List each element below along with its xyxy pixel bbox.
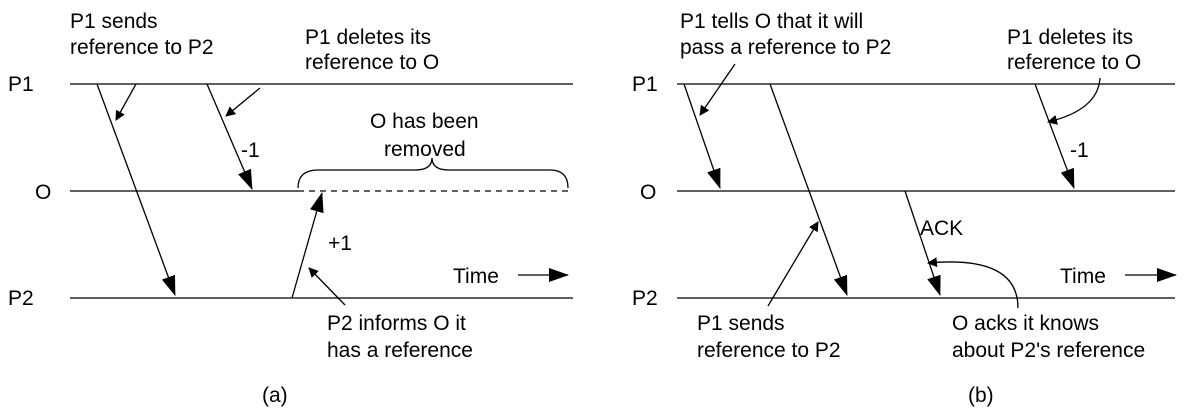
message-p1-tells-o: [683, 83, 721, 189]
inform-line2: has a reference: [327, 339, 473, 362]
time-label: Time: [453, 265, 499, 288]
message-p2-increment: [291, 192, 324, 299]
message-p1-to-p2: [769, 83, 848, 296]
ack-knows-line2: about P2's reference: [952, 339, 1145, 362]
increment-label: +1: [328, 232, 352, 255]
message-p1-decrement: [206, 83, 253, 190]
send-ref-line1: P1 sends: [70, 10, 158, 33]
pointer-delete-ref: [225, 87, 261, 117]
decrement-label: -1: [241, 139, 260, 162]
send-ref-line2: reference to P2: [697, 339, 841, 362]
panel-b: P1 O P2 P1 tells O that it will pass a r…: [632, 10, 1177, 407]
pointer-send-ref: [767, 221, 819, 307]
message-p1-to-p2: [96, 83, 176, 296]
panel-a: P1 O P2 P1 sends reference to P2 P1 dele…: [8, 10, 573, 407]
delete-ref-line2: reference to O: [1007, 51, 1141, 74]
pointer-delete-ref: [1047, 77, 1101, 125]
send-ref-line2: reference to P2: [70, 36, 214, 59]
message-p1-decrement: [1034, 83, 1075, 189]
process-label-p2: P2: [8, 287, 34, 310]
process-label-p2: P2: [632, 287, 658, 310]
process-label-p1: P1: [632, 73, 658, 96]
removed-line2: removed: [384, 138, 466, 161]
delete-ref-line1: P1 deletes its: [305, 26, 431, 49]
send-ref-line1: P1 sends: [697, 312, 785, 335]
decrement-label: -1: [1070, 139, 1089, 162]
removed-line1: O has been: [370, 110, 479, 133]
process-label-p1: P1: [8, 73, 34, 96]
message-ack: [904, 190, 941, 296]
process-label-o: O: [35, 181, 51, 204]
pointer-inform: [308, 267, 346, 306]
ack-knows-line1: O acks it knows: [952, 312, 1099, 335]
delete-ref-line1: P1 deletes its: [1007, 26, 1133, 49]
inform-line1: P2 informs O it: [327, 312, 466, 335]
removed-brace: [297, 157, 569, 189]
ack-label: ACK: [920, 217, 963, 240]
pointer-ack-knows: [927, 257, 1019, 309]
caption-a: (a): [262, 384, 288, 407]
caption-b: (b): [968, 384, 994, 407]
delete-ref-line2: reference to O: [305, 51, 439, 74]
process-label-o: O: [640, 181, 656, 204]
time-label: Time: [1060, 265, 1106, 288]
pointer-tell: [699, 63, 736, 116]
tell-line2: pass a reference to P2: [680, 36, 891, 59]
tell-line1: P1 tells O that it will: [680, 10, 863, 33]
pointer-send-ref: [115, 83, 137, 121]
